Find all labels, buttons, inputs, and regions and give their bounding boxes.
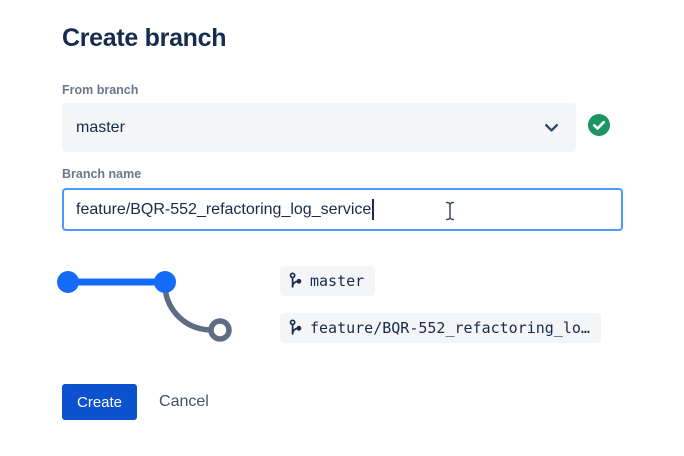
branch-name-value: feature/BQR-552_refactoring_log_service — [76, 200, 372, 218]
dialog-actions: Create Cancel — [62, 384, 209, 420]
master-branch-chip: master — [280, 266, 376, 296]
graph-feature-curve — [162, 281, 212, 333]
graph-master-commit-2 — [154, 271, 176, 293]
page-title: Create branch — [62, 24, 227, 52]
create-button[interactable]: Create — [62, 384, 138, 420]
cancel-button[interactable]: Cancel — [159, 393, 209, 410]
from-branch-label: From branch — [62, 83, 139, 97]
branch-name-input[interactable]: feature/BQR-552_refactoring_log_service — [62, 188, 623, 231]
feature-branch-chip: feature/BQR-552_refactoring_lo… — [280, 313, 601, 343]
graph-feature-commit — [208, 318, 232, 342]
text-caret — [372, 199, 374, 220]
branch-icon — [289, 319, 302, 335]
master-branch-label: master — [310, 272, 365, 290]
branch-graph — [50, 255, 240, 370]
feature-branch-label: feature/BQR-552_refactoring_lo… — [310, 319, 590, 337]
chevron-down-icon — [543, 119, 560, 136]
graph-master-commit-1 — [57, 271, 79, 293]
branch-name-label: Branch name — [62, 167, 142, 181]
validation-success-icon — [588, 114, 610, 136]
from-branch-select[interactable]: master — [62, 103, 576, 152]
from-branch-value: master — [76, 118, 125, 136]
branch-icon — [289, 272, 302, 288]
